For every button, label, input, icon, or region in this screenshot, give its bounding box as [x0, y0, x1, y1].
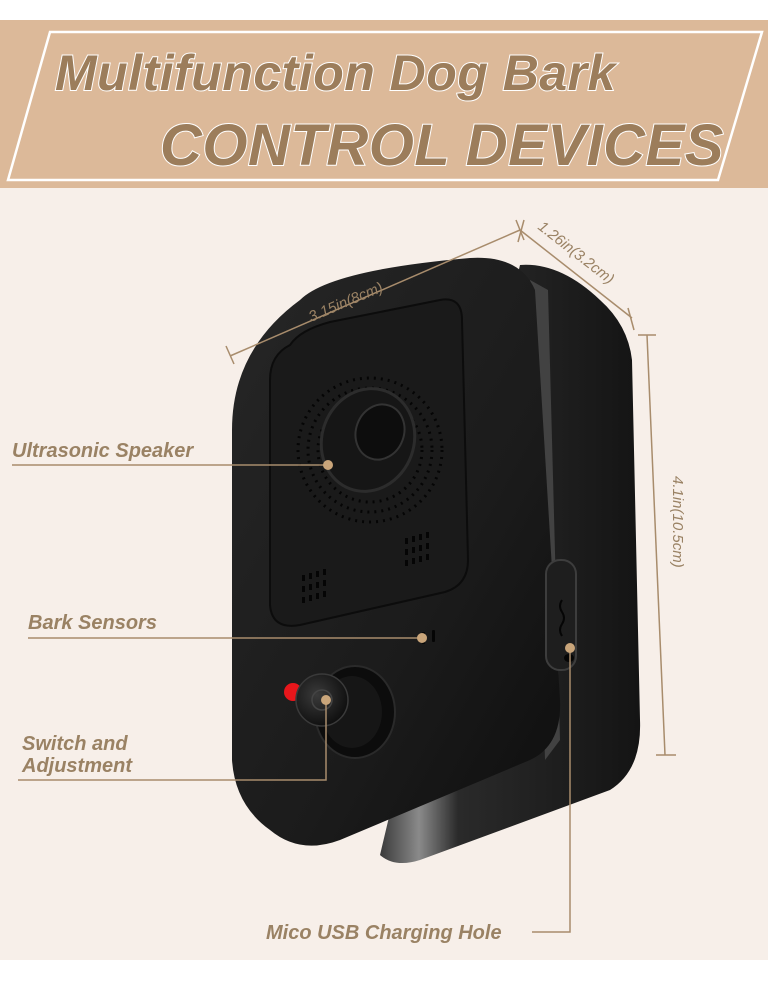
- usb-port-cover-icon: [545, 559, 577, 671]
- title-line-2: CONTROL DEVICES: [159, 112, 724, 179]
- ultrasonic-speaker-label: Ultrasonic Speaker: [12, 440, 194, 462]
- vent-grid-left: [302, 569, 326, 603]
- usb-charging-label: Mico USB Charging Hole: [266, 922, 502, 944]
- height-dimension-label: 4.1in(10.5cm): [669, 476, 686, 568]
- callout-dots: [321, 460, 575, 705]
- vent-grid-right: [405, 532, 429, 566]
- ultrasonic-speaker-icon: [319, 387, 417, 493]
- title-line-1: Multifunction Dog Bark: [54, 44, 616, 102]
- banner-frame: [6, 30, 764, 182]
- speaker-grille: [296, 376, 444, 524]
- switch-label-line1: Switch and: [22, 733, 128, 755]
- dimension-lines: [225, 219, 676, 756]
- callout-leaders: [12, 464, 571, 933]
- device-front-panel: [232, 257, 561, 846]
- bark-sensors-label: Bark Sensors: [28, 612, 157, 634]
- title-banner: Multifunction Dog Bark CONTROL DEVICES: [0, 20, 768, 188]
- switch-label-line2: Adjustment: [22, 755, 132, 777]
